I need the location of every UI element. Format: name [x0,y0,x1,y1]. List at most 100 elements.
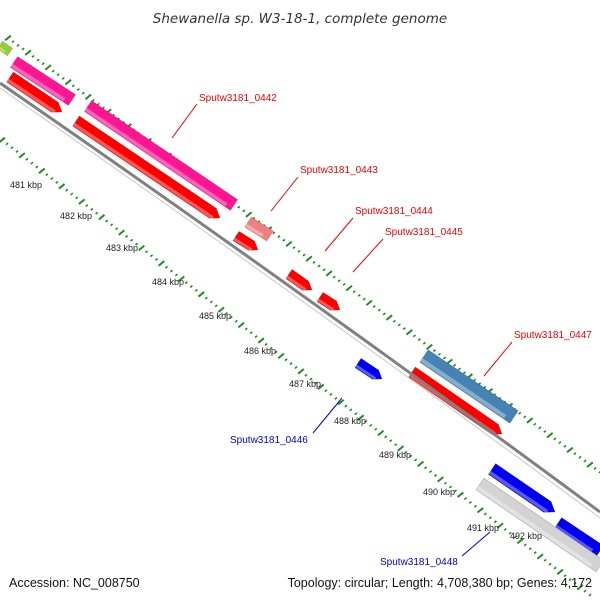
inner-tick [553,566,557,570]
feature-red-5-highlight [317,298,335,312]
outer-tick [4,34,12,42]
inner-tick [214,304,218,308]
gene-callout-sputw3181-0446[interactable]: Sputw3181_0446 [230,397,343,446]
inner-tick [197,291,205,298]
inner-tick [10,146,14,150]
inner-tick [184,281,188,285]
scale-label: 487 kbp [289,379,321,389]
feature-blue-1-body [354,358,383,380]
gene-callout-sputw3181-0442[interactable]: Sputw3181_0442 [171,93,277,139]
gene-callout-sputw3181-0444[interactable]: Sputw3181_0444 [324,206,433,252]
outer-tick [272,231,276,235]
feature-red-1-highlight [6,78,56,114]
feature-red-6-body [408,366,503,435]
inner-tick [453,489,458,493]
scale-label: 482 kbp [60,211,92,221]
inner-tick [297,368,305,375]
outer-tick [41,62,45,66]
feature-red-2[interactable] [72,115,221,220]
outer-tick [312,260,316,264]
feature-pink-1[interactable] [9,56,77,106]
feature-red-4-highlight [286,275,307,292]
inner-tick [437,476,444,483]
feature-red-3-body [232,231,259,251]
gene-label[interactable]: Sputw3181_0447 [514,330,592,341]
gene-callout-sputw3181-0448[interactable]: Sputw3181_0448 [380,531,491,568]
feature-pink-2[interactable] [83,100,239,211]
feature-blue-2[interactable] [487,463,556,514]
outer-tick [578,455,582,459]
inner-tick [125,234,129,238]
outer-tick [277,235,281,239]
outer-tick [76,88,80,91]
feature-gray-highlight [476,486,593,568]
outer-tick [586,461,594,468]
feature-red-5[interactable] [316,292,341,312]
inner-tick [536,553,544,560]
outer-tick [437,352,442,356]
feature-blue-1[interactable] [354,358,383,381]
outer-tick [518,411,522,415]
inner-tick [588,593,592,597]
gene-callout-sputw3181-0445[interactable]: Sputw3181_0445 [352,227,463,273]
inner-tick [533,551,537,555]
feature-pink-2-highlight [84,107,228,207]
scale-label: 489 kbp [379,450,411,460]
inner-tick [488,516,492,520]
inner-tick [516,537,524,545]
inner-tick [194,288,198,292]
feature-lightred[interactable] [244,216,274,242]
map-title: Shewanella sp. W3-18-1, complete genome [153,11,447,27]
feature-red-3[interactable] [232,231,259,252]
outer-tick [56,73,60,77]
outer-tick [452,363,457,367]
feature-red-1[interactable] [6,71,63,114]
gene-label[interactable]: Sputw3181_0445 [385,227,463,238]
inner-tick [344,404,348,408]
inner-tick [138,244,145,252]
gene-label[interactable]: Sputw3181_0448 [380,557,458,568]
gene-callout-sputw3181-0447[interactable]: Sputw3181_0447 [483,330,592,377]
outer-tick [352,290,356,294]
feature-gray[interactable] [475,477,600,573]
outer-tick [405,329,413,336]
outer-tick [64,79,72,86]
inner-tick [523,543,527,547]
inner-tick [65,188,69,192]
inner-tick [15,150,19,154]
inner-tick [483,512,487,516]
outer-tick [462,371,467,375]
inner-tick [169,269,173,273]
feature-blue-3-highlight [554,524,594,553]
inner-tick [503,527,507,531]
inner-tick [389,439,393,443]
outer-tick [91,99,95,103]
outer-tick [24,49,32,56]
feature-red-4[interactable] [285,269,313,292]
inner-tick [144,250,149,254]
feature-lime[interactable] [0,40,13,57]
inner-tick [234,319,238,323]
gene-label[interactable]: Sputw3181_0442 [199,93,277,104]
feature-steelblue[interactable] [419,349,519,424]
gene-label[interactable]: Sputw3181_0446 [230,435,308,446]
inner-tick [317,383,325,390]
gene-label[interactable]: Sputw3181_0443 [300,165,378,176]
leader-line [461,531,491,557]
inner-tick [110,223,114,227]
outer-tick [345,285,353,292]
outer-tick [382,312,386,316]
scale-label: 490 kbp [423,487,455,497]
inner-tick [58,183,66,190]
inner-tick [269,346,273,350]
outer-tick [317,264,321,268]
inner-tick [294,366,298,369]
inner-tick [384,435,388,439]
gene-callout-sputw3181-0443[interactable]: Sputw3181_0443 [270,165,378,212]
inner-tick [25,157,29,161]
inner-tick [583,589,587,593]
gene-label[interactable]: Sputw3181_0444 [355,206,433,217]
inner-tick [476,507,484,514]
inner-tick [254,335,258,339]
